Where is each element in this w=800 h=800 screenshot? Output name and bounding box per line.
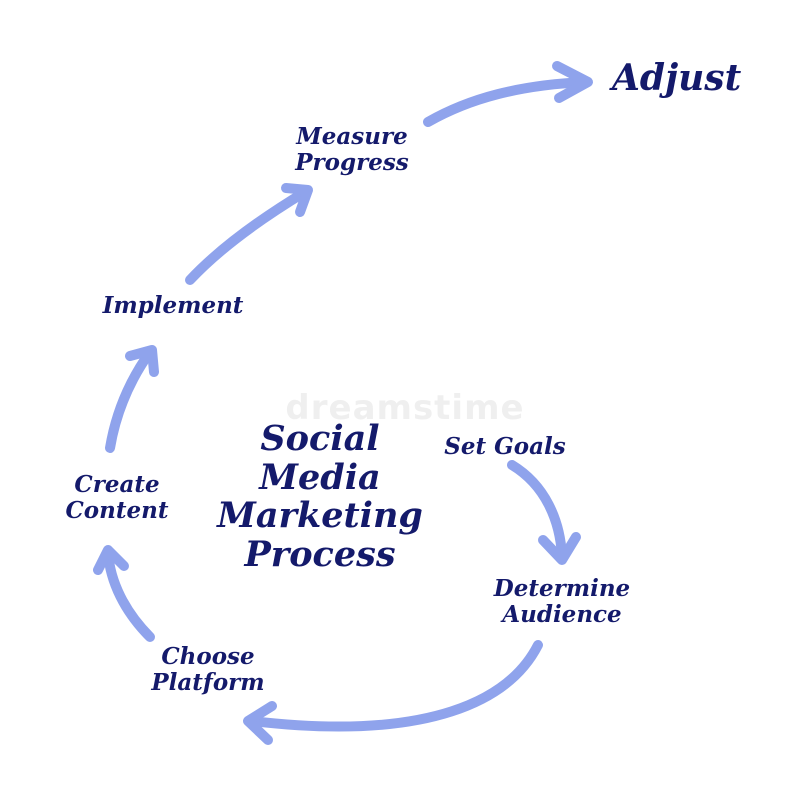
- arrowhead-platform-to-content: [93, 545, 129, 575]
- step-label: Content: [65, 497, 169, 525]
- title-line: Process: [244, 533, 396, 575]
- arrowhead-content-to-implement: [125, 345, 159, 377]
- step-label: Implement: [102, 292, 244, 319]
- step-create-content: Create Content: [42, 471, 192, 525]
- arrow-goals-to-audience: [507, 460, 567, 561]
- title-line: Media: [259, 456, 381, 498]
- step-label: Create: [74, 471, 160, 498]
- arrowhead-audience-to-platform: [243, 701, 277, 745]
- step-label: Adjust: [612, 57, 742, 99]
- step-determine-audience: Determine Audience: [472, 575, 652, 629]
- arrow-measure-to-adjust: [423, 77, 590, 127]
- arrow-implement-to-measure: [185, 187, 310, 285]
- arrow-content-to-implement: [105, 347, 155, 453]
- arrow-platform-to-content: [103, 547, 155, 642]
- arrowhead-measure-to-adjust: [552, 61, 593, 103]
- step-measure-progress: Measure Progress: [272, 123, 432, 177]
- step-label: Progress: [295, 149, 409, 177]
- title-line: Marketing: [217, 495, 423, 536]
- step-set-goals: Set Goals: [430, 433, 580, 460]
- step-choose-platform: Choose Platform: [128, 643, 288, 697]
- diagram-title: Social Media Marketing Process: [190, 418, 450, 575]
- step-label: Platform: [151, 669, 265, 697]
- step-label: Measure: [296, 123, 408, 150]
- step-label: Determine: [493, 575, 631, 602]
- title-line: Social: [260, 418, 380, 459]
- arrowhead-implement-to-measure: [281, 183, 313, 217]
- step-adjust: Adjust: [612, 57, 782, 99]
- step-label: Choose: [161, 643, 255, 670]
- arrowhead-goals-to-audience: [538, 532, 581, 565]
- arrow-audience-to-platform: [247, 640, 543, 732]
- step-implement: Implement: [78, 292, 268, 319]
- step-label: Audience: [502, 601, 622, 629]
- watermark: dreamstime: [285, 388, 525, 428]
- step-label: Set Goals: [444, 433, 566, 460]
